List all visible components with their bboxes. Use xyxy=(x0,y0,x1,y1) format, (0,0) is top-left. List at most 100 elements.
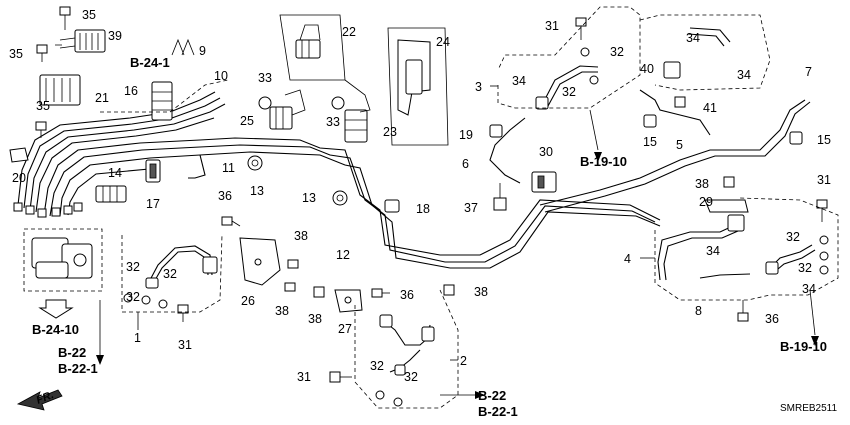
clip-15-left xyxy=(643,114,657,128)
bracket-29 xyxy=(704,199,749,213)
front-right-brake-hose xyxy=(379,314,435,376)
callout-32-hose-left-a: 32 xyxy=(126,260,140,274)
callout-29: 29 xyxy=(699,195,713,209)
ref-b-22-bottom: B-22 xyxy=(478,388,506,403)
callout-36-left: 36 xyxy=(218,189,232,203)
pipe-clamp-16 xyxy=(151,81,173,121)
callout-17: 17 xyxy=(146,197,160,211)
clip-20 xyxy=(9,147,29,163)
callout-32-hose-left-b: 32 xyxy=(163,267,177,281)
clip-30 xyxy=(531,171,557,193)
callout-25: 25 xyxy=(240,114,254,128)
grommet-13-lower xyxy=(332,190,348,206)
upper-rear-hose-assembly xyxy=(535,27,731,110)
bolt-31-top-right xyxy=(575,17,587,40)
callout-32-hose-left-c: 32 xyxy=(126,290,140,304)
front-direction-arrow-icon xyxy=(16,389,63,411)
bolt-35-mid xyxy=(35,121,47,138)
callout-33-right: 33 xyxy=(326,115,340,129)
callout-20: 20 xyxy=(12,171,26,185)
callout-38-mid: 38 xyxy=(308,312,322,326)
bolt-36-mid xyxy=(371,288,390,298)
reference-arrows xyxy=(38,38,819,399)
ref-b-24-1: B-24-1 xyxy=(130,55,170,70)
callout-16: 16 xyxy=(124,84,138,98)
clip-40 xyxy=(663,61,681,79)
callout-10: 10 xyxy=(214,69,228,83)
bolt-31-right xyxy=(816,199,828,222)
callout-32-rear-right-b: 32 xyxy=(798,261,812,275)
bracket-22-inset xyxy=(279,14,346,81)
callout-31-bottom-left: 31 xyxy=(178,338,192,352)
callout-27: 27 xyxy=(338,322,352,336)
callout-34-rear-left: 34 xyxy=(706,244,720,258)
pipe-clamp-39 xyxy=(55,29,106,53)
rear-right-brake-hose xyxy=(765,244,816,275)
bolt-36-left xyxy=(221,216,241,227)
callout-32-upper-b: 32 xyxy=(562,85,576,99)
bolt-38-mid xyxy=(313,286,325,298)
callout-40: 40 xyxy=(640,62,654,76)
callout-18: 18 xyxy=(416,202,430,216)
callout-35-top: 35 xyxy=(82,8,96,22)
callout-12: 12 xyxy=(336,248,350,262)
bolt-41 xyxy=(674,96,686,108)
clip-19 xyxy=(489,124,503,138)
leader-lines xyxy=(99,85,816,396)
ref-b-22-left: B-22 xyxy=(58,345,86,360)
callout-1: 1 xyxy=(134,331,141,345)
ref-b-19-10-mid: B-19-10 xyxy=(580,154,627,169)
grommet-13-upper xyxy=(247,155,263,171)
clip-15-right xyxy=(789,131,803,145)
callout-8: 8 xyxy=(695,304,702,318)
ref-b-22-1-left: B-22-1 xyxy=(58,361,98,376)
callout-labels: 35 39 35 21 35 16 9 10 33 22 24 25 33 23… xyxy=(9,8,831,384)
callout-38-right: 38 xyxy=(474,285,488,299)
callout-23: 23 xyxy=(383,125,397,139)
callout-41: 41 xyxy=(703,101,717,115)
nut-33-right xyxy=(331,96,345,110)
front-direction-label: FR. xyxy=(35,389,56,407)
front-left-brake-hose xyxy=(145,245,218,289)
callout-3: 3 xyxy=(475,80,482,94)
callout-13-lower: 13 xyxy=(302,191,316,205)
bolt-35-left xyxy=(36,44,48,62)
callout-5: 5 xyxy=(676,138,683,152)
callout-9: 9 xyxy=(199,44,206,58)
callout-34-rear-right: 34 xyxy=(802,282,816,296)
callout-31-right: 31 xyxy=(817,173,831,187)
callout-30: 30 xyxy=(539,145,553,159)
callout-35-left: 35 xyxy=(9,47,23,61)
diagram-code: SMREB2511 xyxy=(780,403,838,414)
callout-15-right: 15 xyxy=(817,133,831,147)
bolt-37 xyxy=(493,183,507,211)
callout-19: 19 xyxy=(459,128,473,142)
callout-32-hose-right-a: 32 xyxy=(370,359,384,373)
sealing-washers xyxy=(123,47,829,407)
callout-33-left: 33 xyxy=(258,71,272,85)
ref-b-24-10: B-24-10 xyxy=(32,322,79,337)
ref-b-19-10-right: B-19-10 xyxy=(780,339,827,354)
bolt-38-far-right xyxy=(723,176,735,188)
callout-38-lower-left: 38 xyxy=(275,304,289,318)
callout-6: 6 xyxy=(462,157,469,171)
callout-36-mid: 36 xyxy=(400,288,414,302)
callout-31-bottom: 31 xyxy=(297,370,311,384)
callout-39: 39 xyxy=(108,29,122,43)
callout-36-right: 36 xyxy=(765,312,779,326)
callout-26: 26 xyxy=(241,294,255,308)
clip-18 xyxy=(384,199,400,213)
pipe-clamp-21 xyxy=(39,74,81,106)
main-brake-pipe-bundle xyxy=(13,89,811,269)
callout-32-hose-right-b: 32 xyxy=(404,370,418,384)
callout-38-left: 38 xyxy=(294,229,308,243)
bolt-38-lower-left xyxy=(284,282,296,292)
bracket-27 xyxy=(334,289,363,313)
rear-left-brake-hose xyxy=(657,214,751,281)
ref-b-22-1-bottom: B-22-1 xyxy=(478,404,518,419)
pipe-clamp-23 xyxy=(344,79,371,143)
pipe-clamp-17 xyxy=(145,159,161,183)
callout-37: 37 xyxy=(464,201,478,215)
callout-31-top-right: 31 xyxy=(545,19,559,33)
